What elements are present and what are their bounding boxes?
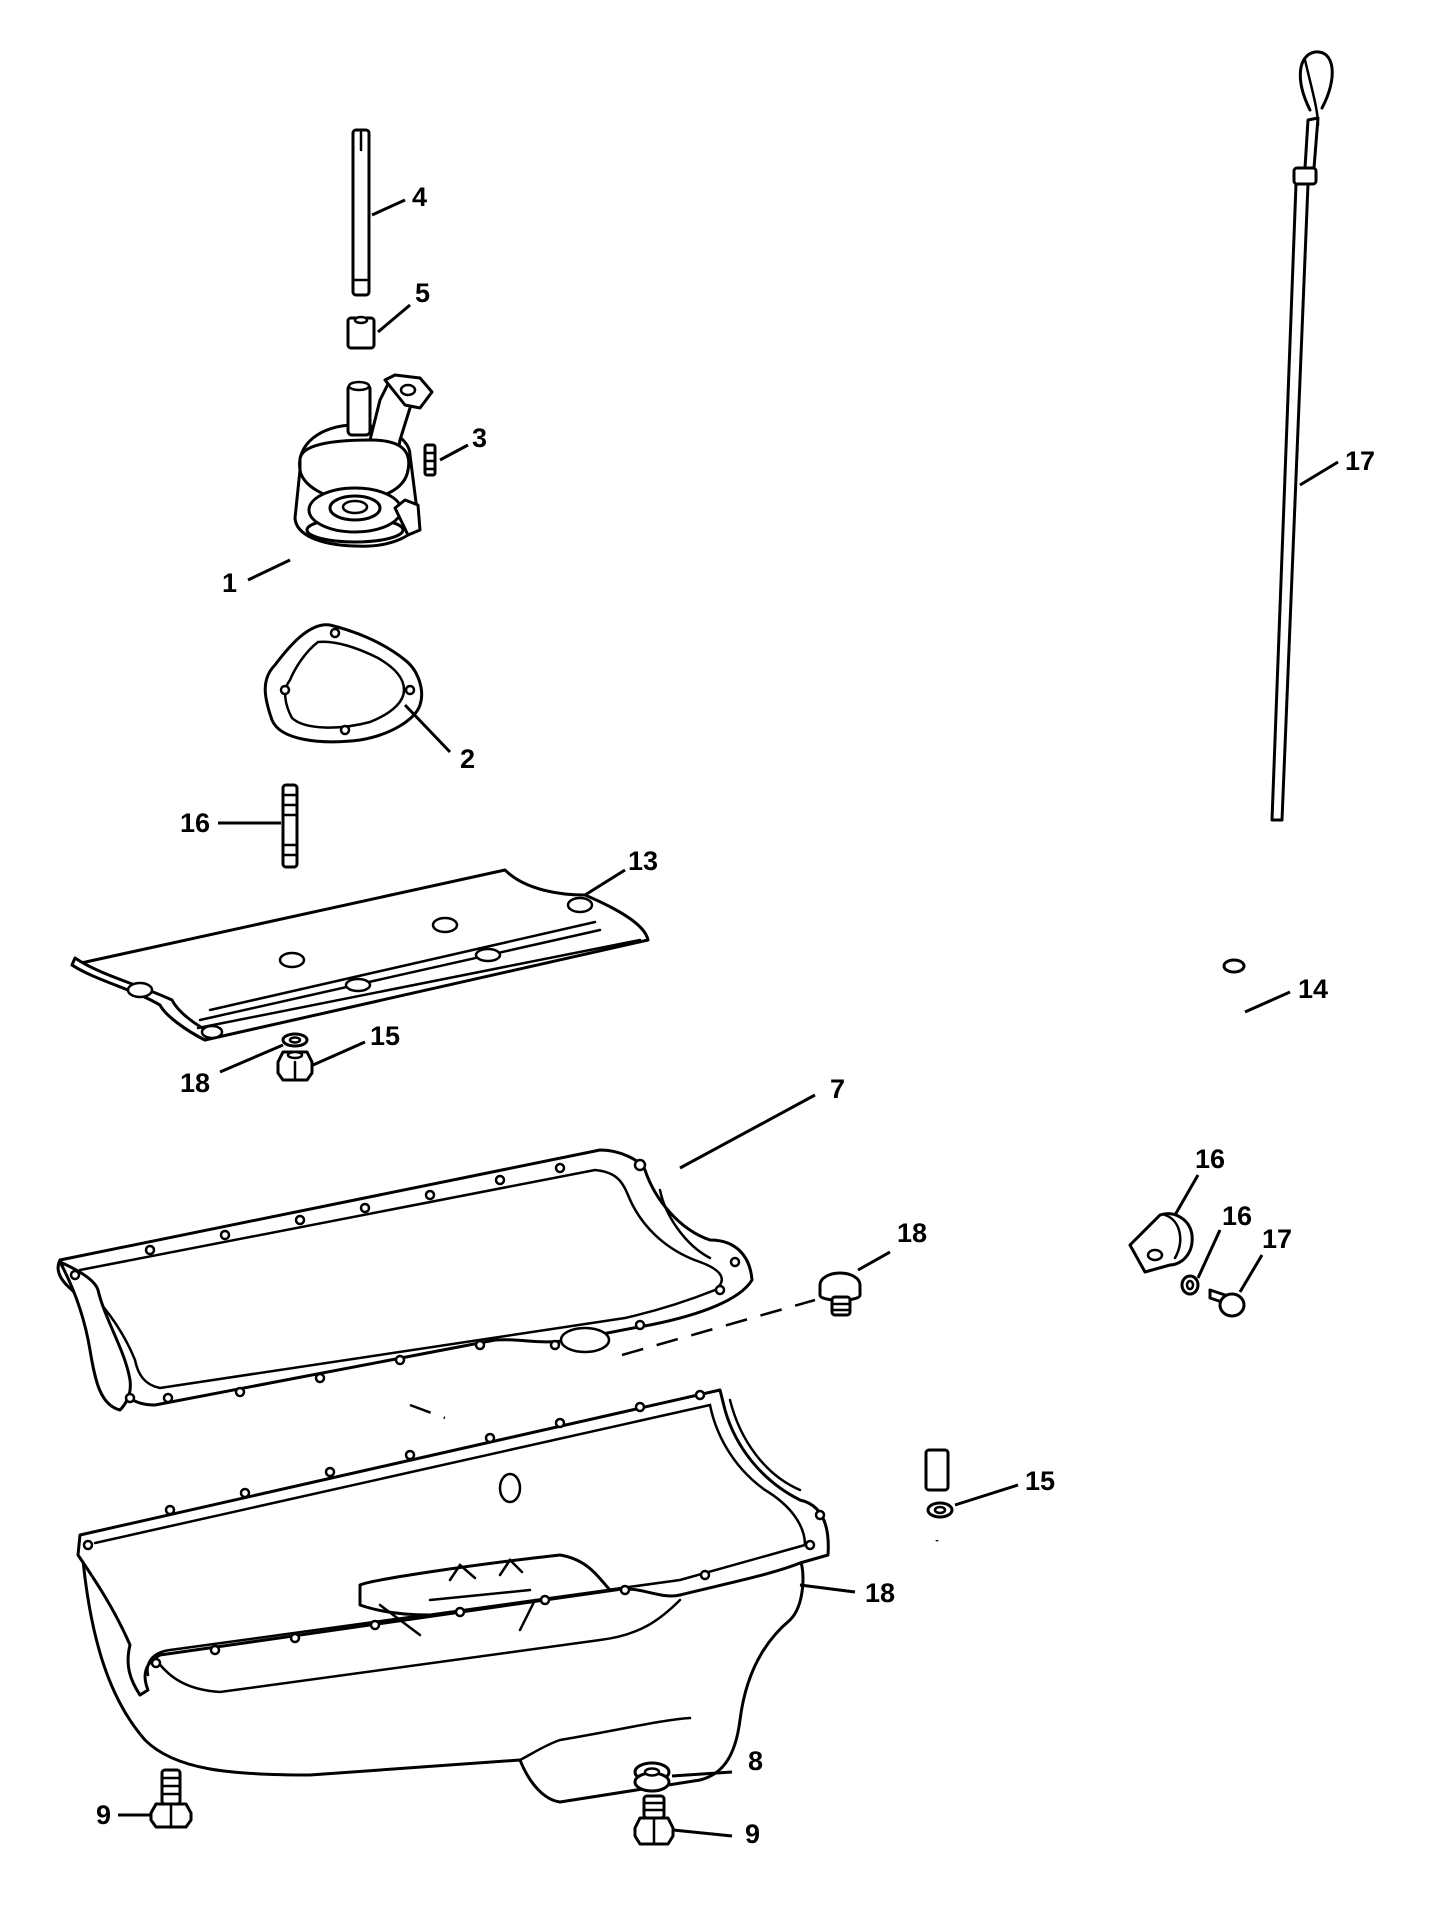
callout-17b: 17 [1262, 1224, 1292, 1254]
callout-5: 5 [415, 278, 430, 308]
leader-1 [247, 558, 291, 582]
callout-13: 13 [628, 846, 658, 876]
leader-3 [439, 443, 469, 462]
dipstick-tube [924, 958, 1246, 1542]
oil-pan [76, 1388, 830, 1804]
pan-plug [818, 1271, 862, 1317]
drain-plug [633, 1794, 675, 1846]
callout-14: 14 [1298, 974, 1328, 1004]
leader-4 [371, 198, 406, 217]
callout-18b: 18 [897, 1218, 927, 1248]
baffle-washer [281, 1032, 309, 1048]
baffle-stud [281, 783, 299, 869]
callout-18a: 18 [180, 1068, 210, 1098]
leader-14 [1244, 990, 1291, 1014]
leader-5 [377, 303, 411, 334]
callout-9b: 9 [745, 1819, 760, 1849]
callout-15b: 15 [1025, 1466, 1055, 1496]
oil-pump [293, 373, 434, 548]
baffle-nut [276, 1050, 314, 1082]
tube-washer [926, 1501, 954, 1519]
callout-4: 4 [412, 182, 427, 212]
leader-17b [1238, 1254, 1264, 1293]
callout-2: 2 [460, 744, 475, 774]
drain-gasket [633, 1761, 671, 1793]
clip-washer [1180, 1274, 1200, 1296]
callout-17a: 17 [1345, 446, 1375, 476]
pan-alignment-line [409, 1403, 446, 1420]
callout-15a: 15 [370, 1021, 400, 1051]
leader-18b [857, 1250, 891, 1272]
clip-screw [1208, 1288, 1246, 1318]
shaft-coupling [346, 315, 376, 350]
leader-8 [671, 1770, 733, 1778]
callout-18c: 18 [865, 1578, 895, 1608]
tube-clip [1128, 1212, 1194, 1274]
leader-18a [219, 1043, 284, 1074]
leader-13 [584, 868, 626, 897]
leader-9b [672, 1828, 733, 1838]
leader-16b [1173, 1174, 1200, 1216]
leader-7 [679, 1093, 816, 1170]
leader-2 [403, 703, 452, 754]
callout-1: 1 [222, 568, 237, 598]
callout-16c: 16 [1222, 1201, 1252, 1231]
dipstick [1270, 50, 1334, 822]
leader-17a [1299, 460, 1339, 487]
pump-stud [423, 443, 437, 477]
callout-3: 3 [472, 423, 487, 453]
leader-15b [954, 1483, 1019, 1507]
pan-bolt [149, 1768, 193, 1829]
leader-15a [312, 1040, 366, 1067]
windage-tray [70, 868, 650, 1042]
leader-18c [799, 1583, 856, 1594]
callout-7: 7 [830, 1074, 845, 1104]
pan-gasket [56, 1148, 754, 1412]
drive-shaft [351, 128, 371, 297]
callout-16b: 16 [1195, 1144, 1225, 1174]
callout-16a: 16 [180, 808, 210, 838]
leader-16c [1196, 1229, 1222, 1279]
callout-8: 8 [748, 1746, 763, 1776]
pump-gasket [263, 623, 424, 744]
callout-9a: 9 [96, 1800, 111, 1830]
